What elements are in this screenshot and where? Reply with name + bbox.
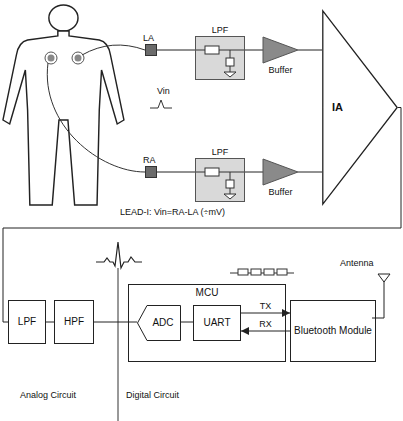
signal-wire [298,50,322,51]
buffer-shape [263,37,298,63]
signal-wire [94,322,137,323]
node-text: Buffer [253,187,308,197]
antenna-head [378,274,390,282]
node-text: ADC [144,317,173,329]
signal-wire [46,322,54,323]
node-text: MCU [129,287,285,299]
data-packets [230,269,294,275]
lead-caption: LEAD-I: Vin=RA-LA (÷mV) [120,207,225,217]
bluetooth-box: Bluetooth Module [290,300,376,362]
signal-wire [3,108,401,323]
electrode [75,55,82,62]
lpf-circuit [195,158,245,202]
node-text: IA [322,101,343,114]
adc-block: ADC [137,305,181,341]
figure-body [3,31,124,205]
ecg-waveform [96,242,142,268]
signal-name: TX [259,302,273,311]
capacitor-symbol [226,180,234,188]
vin-pulse [150,100,172,108]
capacitor-symbol [226,58,234,66]
signal-wire [157,172,195,173]
human-figure [3,5,124,205]
lead-wire [47,63,145,172]
signal-wire [241,313,290,314]
filter-box: LPF [195,36,245,80]
node-text: LA [143,33,154,43]
antenna-symbol [372,274,390,318]
node-text: UART [200,315,233,331]
lead-wire [82,45,145,55]
figure-head [49,5,78,31]
buffer-triangle: Buffer [263,37,298,63]
node-text: HPF [61,314,87,330]
filter-box: LPF [195,158,245,202]
buffer-shape [263,159,298,185]
electrodes [45,52,84,64]
signal-wire [298,172,322,173]
buf-outline [263,159,298,185]
signal-wire [241,331,290,332]
lpf-circuit [195,36,245,80]
node-text: LPF [196,147,244,157]
packet [238,269,248,275]
signal-wire [245,172,263,173]
signal-wire [157,50,195,51]
antenna-label: Antenna [340,258,374,268]
ia-outline [322,10,398,205]
electrode-terminal: LA [145,44,157,56]
lpf-fill [195,158,245,202]
mcu-box: MCU ADC UART [128,284,286,362]
packet [251,269,261,275]
section-label: Analog Circuit [20,390,76,400]
section-label: Digital Circuit [126,390,179,400]
filter-box: LPF [8,300,46,344]
uart-block: UART [193,305,241,341]
signal-name: RX [258,320,273,329]
node-text: RA [143,155,156,165]
packet [277,269,287,275]
antenna-wire [372,280,384,318]
node-text: Buffer [253,65,308,75]
lpf-wire [195,172,245,194]
divider-line [118,268,119,421]
lpf-wire [195,50,245,72]
adc-shape [138,306,181,341]
electrode-terminal: RA [145,166,157,178]
signal-name: Vin [157,86,170,96]
node-text: LPF [15,314,39,330]
lead-wires [47,45,145,172]
resistor-symbol [205,46,219,54]
ground-symbol [224,72,236,77]
buf-outline [263,37,298,63]
packet [264,269,274,275]
electrode-ring [45,52,57,64]
lpf-fill [195,36,245,80]
buffer-triangle: Buffer [263,159,298,185]
signal-wire [181,322,193,323]
electrode [48,55,55,62]
amplifier-shape [323,11,397,204]
adc-outline [137,305,181,341]
ground-symbol [224,194,236,199]
node-text: Bluetooth Module [291,323,375,339]
signal-wire [245,50,263,51]
filter-box: HPF [54,300,94,344]
electrode-ring [72,52,84,64]
amplifier-triangle: IA [322,10,398,205]
node-text: LPF [196,25,244,35]
resistor-symbol [205,168,219,176]
